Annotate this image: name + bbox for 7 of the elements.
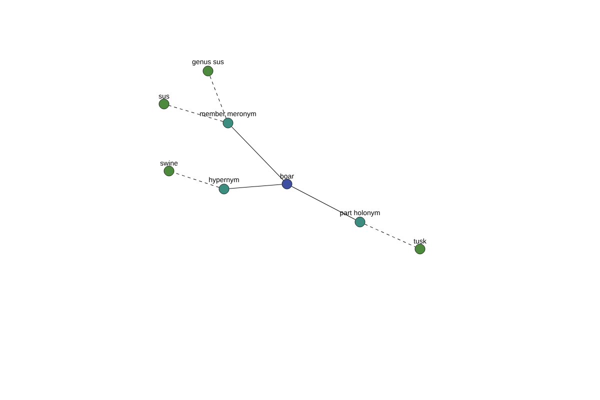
connector-line [168,105,224,122]
connector-line [174,172,220,188]
connector-line [228,184,282,189]
connector-line [210,76,226,118]
connector-line [291,186,356,220]
connector-line [364,224,416,248]
connector-line [231,126,284,181]
